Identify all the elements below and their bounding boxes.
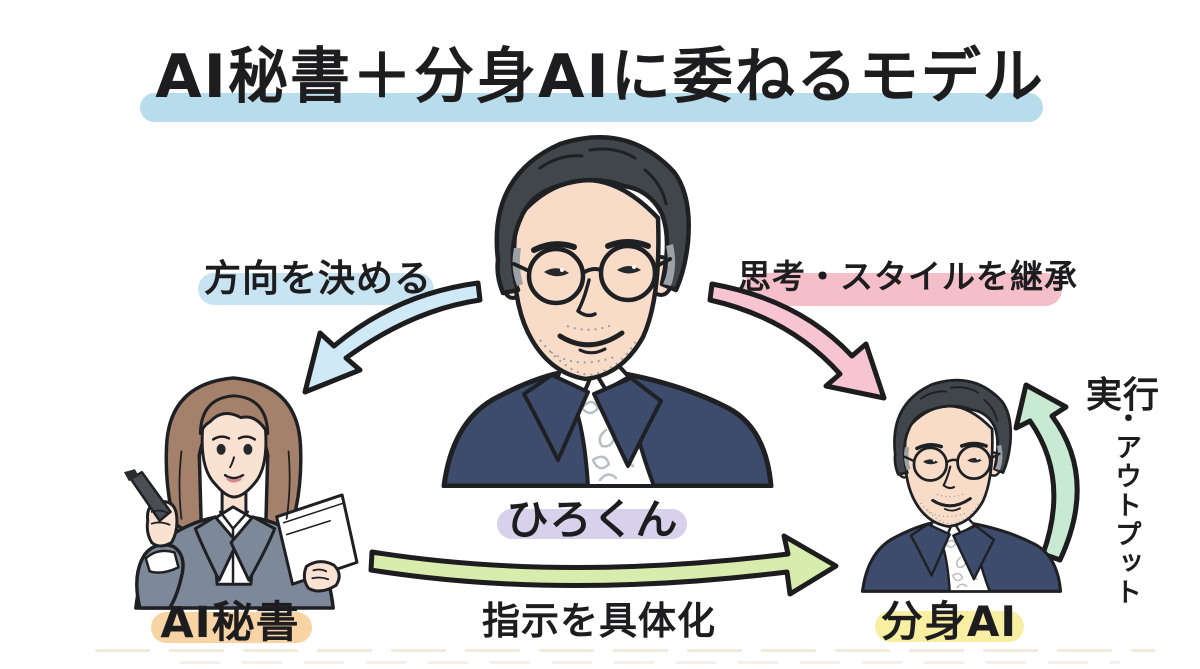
ai-secretary-label: AI秘書 xyxy=(160,598,300,648)
direction-arrow xyxy=(302,280,483,395)
secretary-label-highlight xyxy=(151,612,312,643)
concretize-arrow-label: 指示を具体化 xyxy=(481,599,716,643)
inherit-arrow xyxy=(707,281,887,401)
page-title: AI秘書＋分身AIに委ねるモデル xyxy=(155,42,1045,112)
clone-label-highlight xyxy=(875,611,1024,642)
hirokun-label: ひろくん xyxy=(506,495,679,544)
hirokun-label-highlight xyxy=(497,509,687,539)
hirokun-illustration xyxy=(444,137,771,486)
direction-arrow-label: 方向を決める xyxy=(204,257,432,300)
execution-label-tail: ・アウトプット xyxy=(1110,404,1141,607)
ai-secretary-illustration xyxy=(122,376,359,610)
execution-label-head: 実行 xyxy=(1085,375,1160,416)
inherit-arrow-label: 思考・スタイルを継承 xyxy=(738,257,1078,296)
title-highlight xyxy=(140,93,1043,122)
sketch-baseline-2 xyxy=(180,661,1120,664)
sketch-baseline xyxy=(95,649,1155,652)
direction-label-highlight xyxy=(198,273,434,305)
execution-loop-arrow xyxy=(1013,382,1080,563)
concretize-arrow xyxy=(368,533,839,597)
clone-ai-label: 分身AI xyxy=(880,597,1018,646)
inherit-label-highlight xyxy=(742,273,1062,306)
